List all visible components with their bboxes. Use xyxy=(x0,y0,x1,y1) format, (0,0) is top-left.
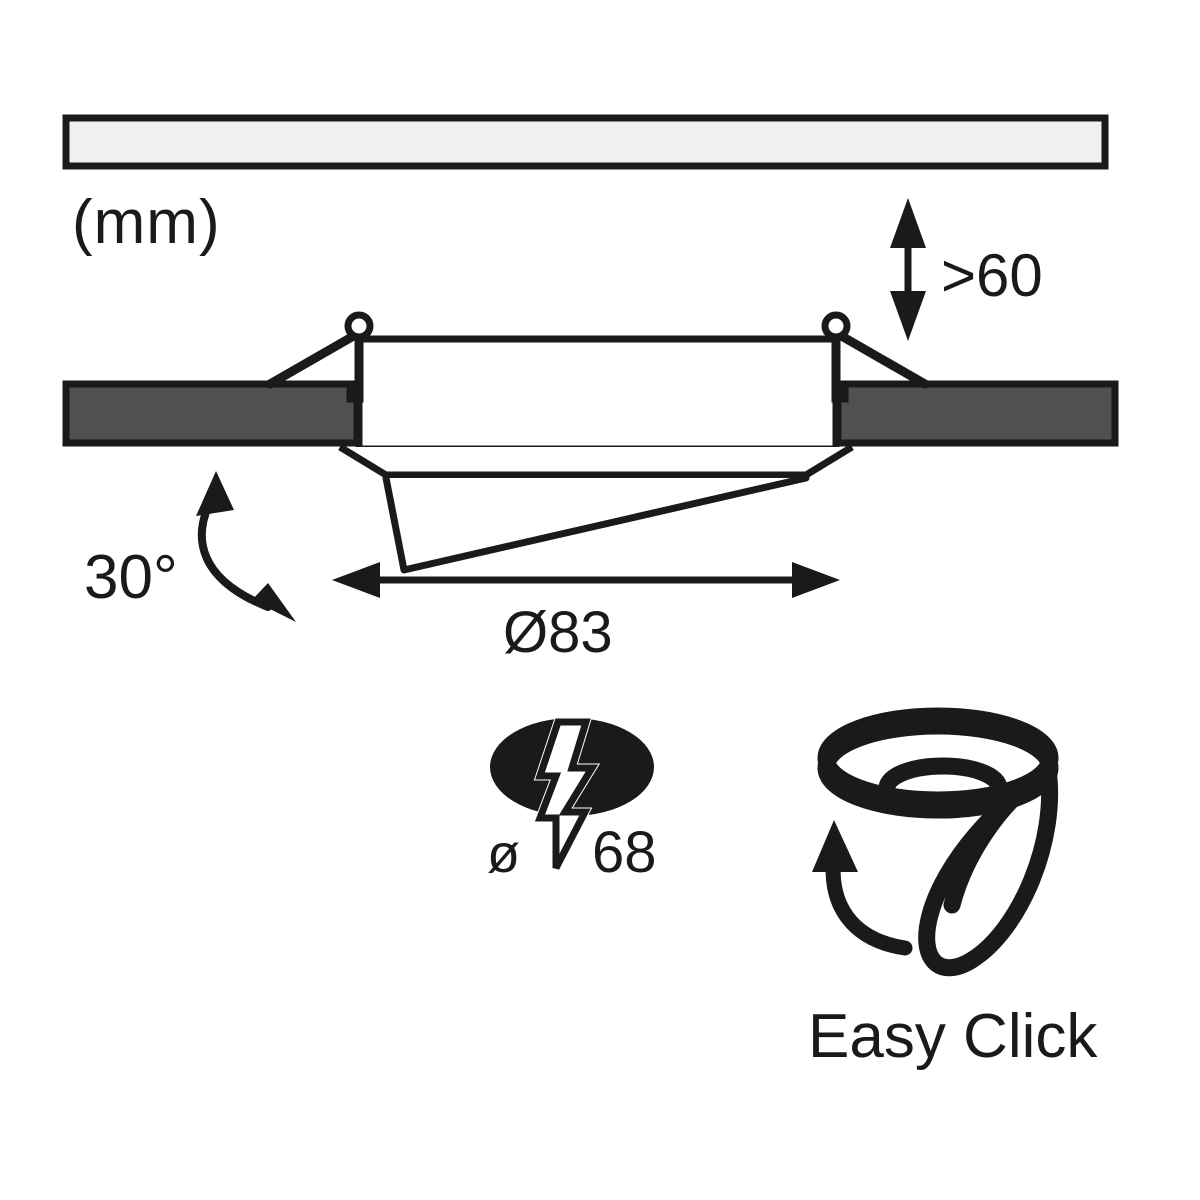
lightning-bolt-icon xyxy=(534,718,599,870)
luminaire-housing-rect xyxy=(355,335,840,453)
easy-click-icon xyxy=(817,707,1059,977)
cutout-diameter-symbol: ø xyxy=(487,824,520,884)
ceiling-panel-right xyxy=(834,380,1119,447)
arrowhead-down-icon xyxy=(890,291,926,341)
spring-clip-left xyxy=(265,311,374,403)
bezel-skirt xyxy=(338,444,854,479)
top-bar xyxy=(62,114,1109,170)
bezel-skirt-outline xyxy=(338,444,854,479)
pivot-ring-right-icon xyxy=(821,311,851,341)
easy-click-tongue-inner xyxy=(943,771,1044,914)
easy-click-label: Easy Click xyxy=(808,1002,1098,1071)
spring-arm-right xyxy=(833,329,930,389)
recess-depth-arrow xyxy=(890,198,926,341)
easy-click-center-ellipse xyxy=(878,757,1008,819)
cutout-diameter-value: 68 xyxy=(592,820,657,885)
swivel-angle-arrow xyxy=(196,471,296,622)
tilted-reflector-outline xyxy=(382,474,810,574)
pivot-ring-left-icon xyxy=(344,311,374,341)
top-bar-rect xyxy=(62,114,1109,170)
recess-depth-label: >60 xyxy=(941,242,1043,309)
tilted-reflector xyxy=(382,474,810,574)
arrowhead-up-icon xyxy=(890,198,926,248)
arrowhead-left-icon xyxy=(332,562,380,598)
arrowhead-curve-bottom-icon xyxy=(252,583,296,622)
outer-diameter-arrow xyxy=(332,562,840,598)
ceiling-panel-left xyxy=(62,380,361,447)
easy-click-arrowhead-icon xyxy=(812,820,858,872)
outer-diameter-label: Ø83 xyxy=(503,600,613,665)
unit-label: (mm) xyxy=(72,188,221,257)
spring-stem-right xyxy=(831,330,849,403)
spring-clip-right xyxy=(821,311,930,403)
spring-stem-left xyxy=(346,330,364,403)
arrowhead-curve-top-icon xyxy=(196,471,234,516)
cutout-hole-icon xyxy=(490,718,654,870)
spring-arm-left xyxy=(265,329,362,389)
luminaire-body xyxy=(355,335,840,453)
swivel-angle-label: 30° xyxy=(84,543,178,612)
arrowhead-right-icon xyxy=(792,562,840,598)
